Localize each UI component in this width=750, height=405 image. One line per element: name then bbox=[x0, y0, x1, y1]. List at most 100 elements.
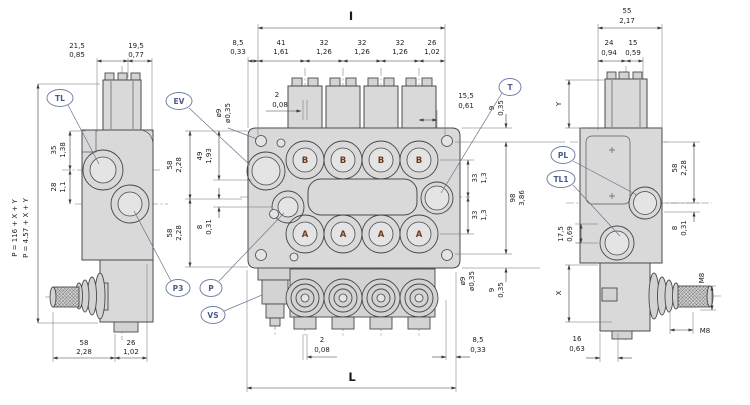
dim-text: 2 bbox=[275, 91, 279, 99]
dim-text: 33 bbox=[471, 211, 479, 220]
dim-text: 15,5 bbox=[458, 92, 474, 100]
dim-text: 49 bbox=[196, 152, 204, 161]
balloon-p3 bbox=[165, 279, 191, 297]
lever-housing bbox=[99, 259, 154, 323]
right-side-view: 55 2,17 24 0,94 15 0,59 Y X 58 2,28 8 0,… bbox=[546, 7, 722, 362]
dim-text: 55 bbox=[623, 7, 632, 15]
p-port-bore bbox=[277, 196, 299, 218]
dim-text: 32 bbox=[358, 39, 367, 47]
dim-text: 1,61 bbox=[273, 48, 289, 56]
balloon-tl-label: TL bbox=[55, 94, 65, 103]
dim-text: 3,86 bbox=[518, 190, 526, 206]
dim-text: 0,33 bbox=[230, 48, 246, 56]
top-cap bbox=[102, 79, 142, 131]
dim-text: 2,28 bbox=[680, 160, 688, 176]
dim-text: 26 bbox=[428, 39, 437, 47]
dim-text: 0,35 bbox=[497, 282, 505, 298]
dim-label-y: Y bbox=[555, 101, 563, 107]
balloon-ev-label: EV bbox=[174, 97, 185, 106]
balloon-pl bbox=[550, 146, 576, 164]
dim-text: 8,5 bbox=[232, 39, 243, 47]
dim-text: 2,17 bbox=[619, 17, 635, 25]
port-label-a: A bbox=[378, 230, 385, 240]
ev-port-bore bbox=[251, 156, 281, 186]
dim-text: 0,94 bbox=[601, 49, 617, 57]
dim-text: 1,93 bbox=[205, 148, 213, 164]
top-cap bbox=[604, 78, 648, 129]
balloon-p bbox=[199, 279, 223, 297]
balloon-t-label: T bbox=[507, 83, 513, 92]
dim-text: 1,26 bbox=[316, 48, 332, 56]
tl-port bbox=[82, 149, 124, 191]
port-label-b: B bbox=[340, 156, 346, 166]
housing-boss bbox=[601, 287, 618, 302]
dim-thread-dia: M8 bbox=[698, 273, 706, 284]
p3-port-bore bbox=[117, 191, 143, 217]
balloon-tl1 bbox=[546, 170, 576, 188]
dim-text: 0,08 bbox=[314, 346, 330, 354]
balloon-p-label: P bbox=[208, 284, 214, 293]
cap-tab bbox=[632, 71, 643, 80]
bolt-hole bbox=[255, 135, 267, 147]
balloon-tl bbox=[46, 89, 74, 107]
dim-text: 0,31 bbox=[205, 219, 213, 235]
dim-text: 8,5 bbox=[472, 336, 483, 344]
dim-text: 0,61 bbox=[458, 102, 474, 110]
dim-label-i: I bbox=[349, 9, 353, 23]
left-side-view: P = 116 + X + Y P = 4.57 + X + Y 21,5 0,… bbox=[11, 42, 191, 362]
dim-text: 33 bbox=[471, 174, 479, 183]
bottom-tab bbox=[611, 330, 633, 340]
dim-text: 0,31 bbox=[680, 220, 688, 236]
dim-text: 8 bbox=[671, 226, 679, 230]
pl-port bbox=[628, 186, 662, 220]
dim-text: 98 bbox=[509, 194, 517, 203]
p3-port bbox=[110, 184, 150, 224]
dim-text: 0,69 bbox=[566, 226, 574, 242]
relief-valve bbox=[257, 267, 293, 327]
dim-label-x: X bbox=[555, 290, 563, 295]
dim-text: 15 bbox=[629, 39, 638, 47]
cross-marks bbox=[609, 147, 615, 199]
spool-end-caps bbox=[285, 268, 439, 330]
dim-text: 58 bbox=[80, 339, 89, 347]
dim-text: 58 bbox=[671, 164, 679, 173]
port-label-a: A bbox=[416, 230, 423, 240]
balloon-p3-label: P3 bbox=[173, 284, 184, 293]
balloon-vs-label: VS bbox=[207, 311, 218, 320]
dim-formula-in: P = 4.57 + X + Y bbox=[22, 197, 30, 258]
balloon-vs bbox=[200, 306, 226, 324]
front-view: B B B B A A A A bbox=[165, 9, 565, 392]
dim-text: 1,1 bbox=[59, 181, 67, 192]
valve-body bbox=[81, 129, 154, 261]
dim-text: 26 bbox=[127, 339, 136, 347]
dim-text: 0,63 bbox=[569, 345, 585, 353]
pilot-hole bbox=[289, 252, 299, 262]
port-label-a: A bbox=[340, 230, 347, 240]
dim-text: ø0,35 bbox=[468, 271, 476, 291]
spool-bonnets bbox=[287, 77, 437, 129]
dim-text: 0,33 bbox=[470, 346, 486, 354]
balloon-t bbox=[498, 78, 522, 96]
dim-text: 1,26 bbox=[354, 48, 370, 56]
dim-text: 8 bbox=[196, 225, 204, 229]
dim-text: ø9 bbox=[459, 277, 467, 286]
t-port bbox=[420, 181, 454, 215]
lever-grip-end bbox=[49, 286, 57, 308]
cap-tab bbox=[606, 71, 617, 80]
ev-port bbox=[246, 151, 286, 191]
work-ports: B B B B A A A A bbox=[285, 140, 439, 254]
dim-text: 58 bbox=[166, 161, 174, 170]
lever-grip bbox=[52, 286, 80, 308]
t-port-bore bbox=[424, 185, 450, 211]
tl1-port-bore bbox=[604, 230, 630, 256]
dim-text: 0,77 bbox=[128, 51, 144, 59]
pilot-hole bbox=[269, 209, 279, 219]
tl-port-bore bbox=[89, 156, 117, 184]
center-recess bbox=[307, 178, 418, 216]
balloon-ev bbox=[165, 92, 193, 110]
dim-text: 19,5 bbox=[128, 42, 144, 50]
dim-text: 1,38 bbox=[59, 142, 67, 158]
dim-text: 9 bbox=[488, 106, 496, 110]
dim-text: 17,5 bbox=[557, 226, 565, 242]
